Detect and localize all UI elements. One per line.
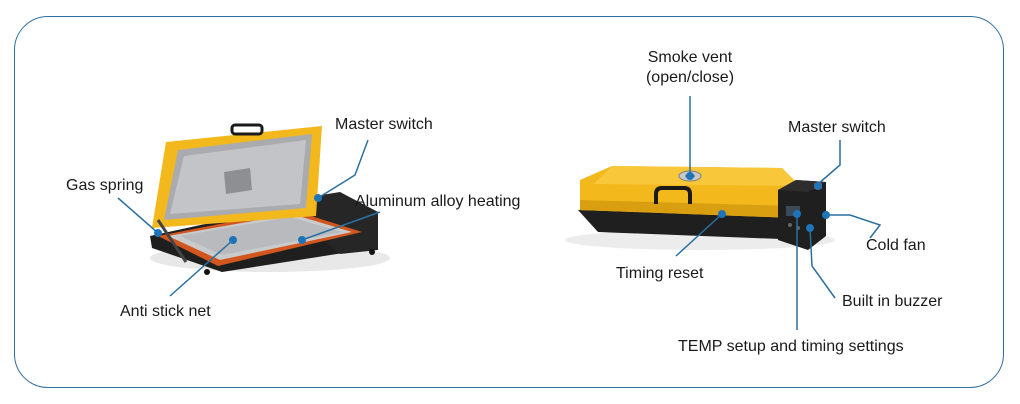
leader-timing-reset	[675, 213, 723, 257]
leader-gas-spring	[117, 197, 159, 234]
leader-dots	[154, 172, 830, 244]
leader-lines	[117, 96, 882, 330]
label-master-switch-left: Master switch	[335, 116, 433, 133]
label-gas-spring: Gas spring	[66, 177, 144, 194]
label-smoke-vent-line1: Smoke vent	[647, 49, 733, 66]
label-smoke-vent: Smoke vent (open/close)	[637, 48, 743, 88]
right-oven-closed	[565, 166, 835, 250]
label-cold-fan: Cold fan	[866, 237, 926, 254]
label-timing-reset: Timing reset	[616, 265, 704, 282]
label-temp-setup: TEMP setup and timing settings	[678, 338, 904, 355]
leader-aluminum-heating	[301, 211, 381, 241]
label-anti-stick-net: Anti stick net	[120, 303, 211, 320]
leader-anti-stick-net	[169, 239, 234, 297]
label-built-in-buzzer: Built in buzzer	[842, 293, 943, 310]
leader-cold-fan	[826, 214, 882, 239]
label-aluminum-heating: Aluminum alloy heating	[355, 193, 521, 210]
leader-master-switch-right	[817, 140, 841, 185]
left-oven-open	[150, 123, 390, 275]
label-master-switch-right: Master switch	[788, 119, 886, 136]
diagram-frame	[14, 16, 1004, 388]
label-smoke-vent-line2: (open/close)	[645, 69, 735, 86]
leader-master-switch-left	[317, 139, 369, 199]
leader-built-in-buzzer	[809, 227, 836, 299]
